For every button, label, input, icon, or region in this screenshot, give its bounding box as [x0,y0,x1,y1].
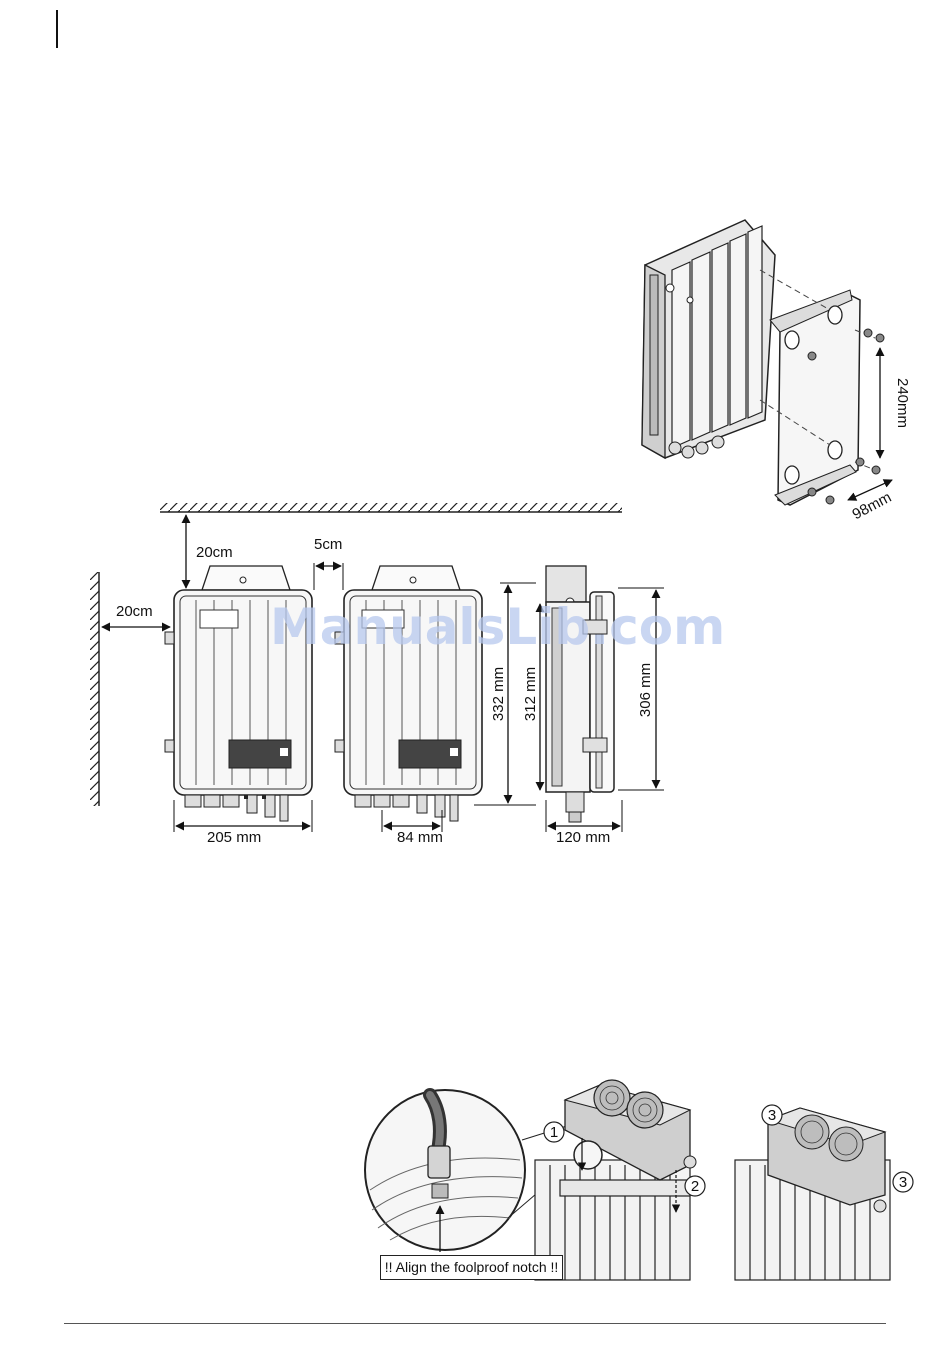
dim-height-body: 312 mm [522,667,539,721]
dim-240mm: 240mm [894,378,911,428]
dim-depth: 120 mm [556,829,610,846]
fan-install-illustration: 1 2 3 3 [365,1080,913,1280]
dim-height-side: 306 mm [637,663,654,717]
dim-clearance-between: 5cm [314,536,342,553]
dim-connector-spacing: 84 mm [397,829,443,846]
watermark: ManualsLib.com [270,598,725,656]
dim-clearance-top: 20cm [196,544,233,561]
step-3b-badge: 3 [899,1174,907,1191]
step-3a-badge: 3 [768,1107,776,1124]
dim-height-overall: 332 mm [490,667,507,721]
dim-width: 205 mm [207,829,261,846]
dim-clearance-side: 20cm [116,603,153,620]
dim-98mm: 98mm [849,489,894,524]
bracket-mount-illustration: 240mm 98mm [642,220,911,523]
foolproof-notch-warning: !! Align the foolproof notch !! [380,1255,563,1280]
clearance-diagram: 20cm 20cm 5cm [90,503,664,846]
step-1-badge: 1 [550,1124,558,1141]
step-2-badge: 2 [691,1178,699,1195]
footer-rule [64,1323,886,1324]
